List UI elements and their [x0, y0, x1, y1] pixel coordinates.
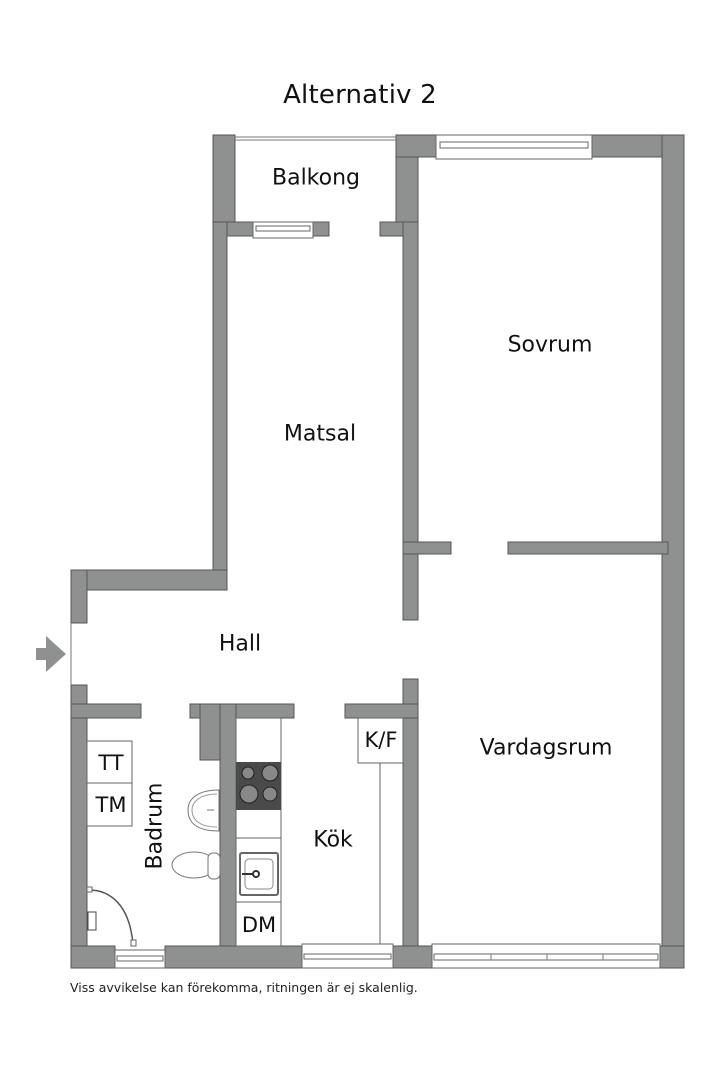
room-label-matsal: Matsal [283, 421, 357, 447]
toilet-icon [171, 851, 221, 880]
disclaimer-footnote: Viss avvikelse kan förekomma, ritningen … [70, 980, 418, 995]
kitchen-counter [235, 717, 282, 947]
room-label-vardagsrum: Vardagsrum [479, 735, 613, 761]
windows [114, 134, 661, 969]
room-label-balkong: Balkong [271, 165, 361, 191]
sink-icon [239, 852, 279, 896]
fixture-dm: DM [241, 913, 277, 937]
fixture-tt: TT [98, 751, 124, 775]
fixture-tm: TM [95, 793, 127, 817]
entrance-arrow-icon [36, 623, 72, 685]
fridge-box [357, 717, 404, 944]
fixture-kf: K/F [364, 728, 398, 752]
laundry-units [86, 740, 133, 827]
washbasin-icon [187, 789, 220, 832]
plan-title: Alternativ 2 [283, 80, 437, 110]
room-label-kok: Kök [313, 827, 353, 853]
room-label-badrum: Badrum [142, 782, 168, 870]
walls [70, 134, 685, 969]
shower-icon [86, 886, 137, 947]
room-label-hall: Hall [218, 631, 262, 657]
room-label-sovrum: Sovrum [507, 332, 593, 358]
